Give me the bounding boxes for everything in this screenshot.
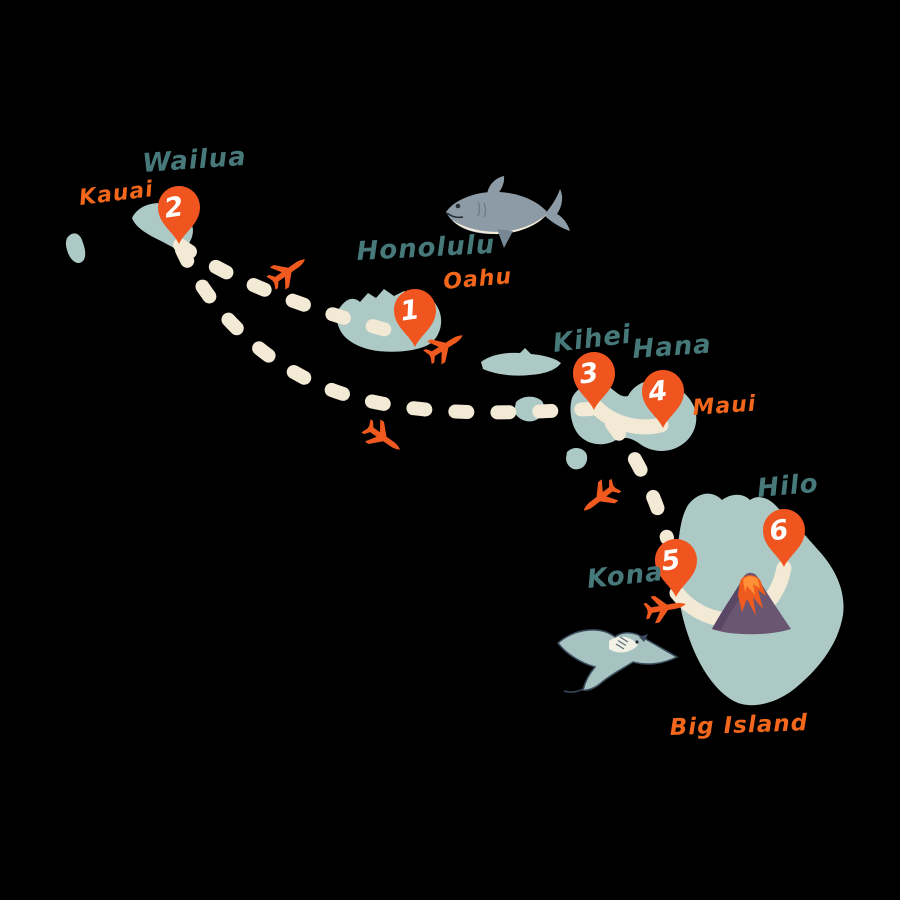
- pin-number: 3: [577, 357, 600, 390]
- label-hilo: Hilo: [756, 469, 820, 504]
- pin-number: 1: [398, 294, 421, 327]
- label-kihei: Kihei: [551, 320, 633, 359]
- manta-cephalic-fin: [639, 634, 648, 642]
- pin-number: 2: [162, 191, 185, 224]
- label-hana: Hana: [631, 330, 712, 365]
- label-island-oahu: Oahu: [442, 264, 513, 295]
- shark-tail: [544, 189, 570, 231]
- route-wailua-honolulu: [173, 238, 417, 343]
- manta-gills: [615, 636, 629, 650]
- volcano-shadow: [712, 578, 745, 630]
- manta-eye: [635, 640, 639, 644]
- pin-number: 6: [767, 514, 790, 547]
- island-niihau: [65, 233, 86, 264]
- shark-belly: [452, 214, 547, 235]
- pin-6-hilo[interactable]: 6: [763, 509, 805, 567]
- island-molokai: [481, 348, 561, 376]
- label-wailua: Wailua: [141, 142, 247, 179]
- airplane-icon: [358, 414, 408, 461]
- shark-gills: [477, 201, 487, 218]
- volcano-icon: [712, 572, 791, 635]
- label-island-maui: Maui: [692, 392, 758, 421]
- shark-eye: [455, 203, 461, 209]
- airplane-icon: [575, 474, 625, 522]
- label-kona: Kona: [586, 557, 665, 595]
- shark-icon: [446, 176, 570, 248]
- label-island-big-island: Big Island: [669, 710, 808, 741]
- pin-1-honolulu[interactable]: 1: [394, 289, 436, 347]
- pin-3-kihei[interactable]: 3: [573, 352, 615, 410]
- island-kahoolawe: [566, 447, 588, 470]
- label-island-kauai: Kauai: [78, 177, 155, 211]
- pin-4-hana[interactable]: 4: [642, 370, 684, 428]
- pin-number: 5: [659, 544, 682, 577]
- shark-mouth: [446, 212, 464, 219]
- label-honolulu: Honolulu: [356, 230, 496, 267]
- route-maui-kona: [605, 417, 674, 545]
- manta-ray-icon: [556, 629, 679, 693]
- shark-body: [446, 191, 548, 234]
- manta-tail: [563, 688, 584, 693]
- pin-2-wailua[interactable]: 2: [158, 186, 200, 244]
- route-kihei-hana: [588, 399, 669, 435]
- shark-dorsal-fin: [487, 176, 505, 197]
- manta-body: [556, 629, 679, 691]
- pin-5-kona[interactable]: 5: [655, 539, 697, 597]
- pin-number: 4: [645, 375, 669, 408]
- shark-pectoral-fin: [497, 229, 513, 248]
- volcano-lava-bright: [743, 576, 760, 595]
